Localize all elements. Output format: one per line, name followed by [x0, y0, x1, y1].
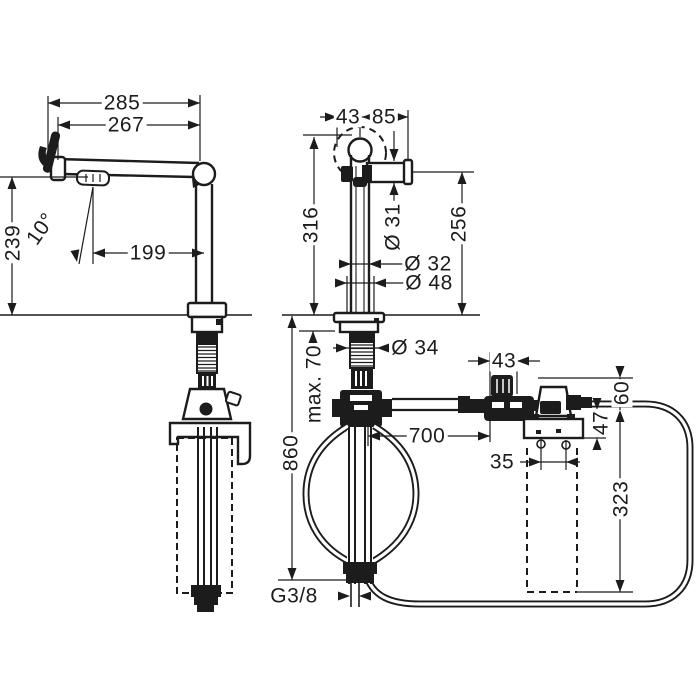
filter-hose-loop: [362, 400, 694, 608]
front-view-supply-pipes: [343, 427, 377, 607]
dim-spout-reach: 267: [105, 113, 147, 137]
dim-port-spacing: 35: [487, 450, 517, 474]
dim-spout-reach-total: 285: [101, 91, 143, 115]
dim-handle-diameter: Ø 31: [381, 201, 405, 253]
dim-shank-diameter: Ø 34: [389, 336, 441, 360]
filter-bottle-dashed: [526, 448, 578, 593]
dim-filter-head-offset: 60: [610, 378, 634, 408]
dim-pipe-diameter: Ø 32: [402, 252, 454, 276]
aerator: [75, 169, 111, 187]
dimension-arrows: [7, 98, 625, 601]
filter-head: [534, 385, 592, 418]
dim-hose-run: 700: [406, 424, 448, 448]
clearance-box-dashed: [176, 437, 233, 594]
dim-bottle-height: 323: [609, 478, 633, 520]
dim-thread-size: G3/8: [268, 584, 320, 608]
side-view-faucet: [38, 131, 252, 612]
spout-top: [347, 137, 373, 163]
pivot-joint: [191, 161, 217, 187]
dim-offset-left: 43: [333, 105, 363, 129]
dim-handle-length: 85: [369, 105, 399, 129]
tee-junction: [332, 390, 392, 427]
dim-handle-height: 256: [447, 203, 471, 245]
dim-valve-width: 43: [489, 349, 519, 373]
dim-outlet-to-axis: 199: [127, 241, 169, 265]
dim-base-diameter: Ø 48: [403, 271, 455, 295]
hose-loop-right: [370, 422, 420, 566]
handle-front: [365, 161, 408, 184]
dim-supply-length: 860: [279, 432, 303, 474]
front-view-faucet: [332, 137, 414, 427]
filter-bracket: [522, 414, 585, 450]
dim-filter-head-height: 47: [589, 408, 613, 438]
dim-max-counter-thickness: max. 70: [302, 342, 326, 426]
hose-loop-left: [302, 422, 352, 566]
dim-spout-height: 316: [299, 204, 323, 246]
dim-outlet-height: 239: [1, 222, 25, 264]
filter-unit: [392, 375, 592, 593]
